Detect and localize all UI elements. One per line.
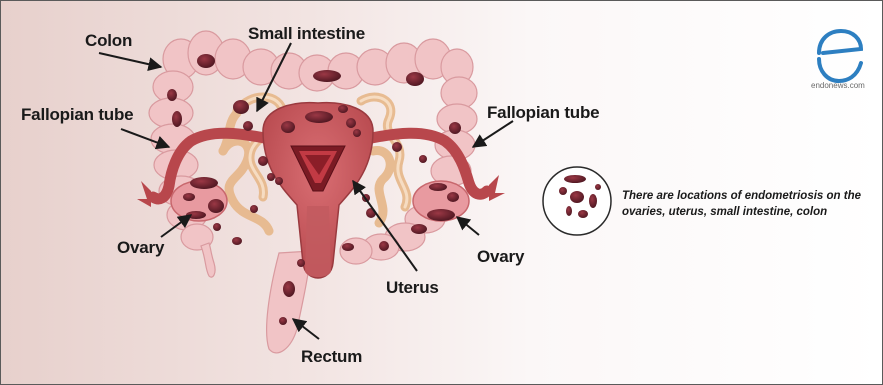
- label-fallopian-tube-left: Fallopian tube: [21, 105, 133, 125]
- label-fallopian-tube-right: Fallopian tube: [487, 103, 599, 123]
- label-small-intestine: Small intestine: [248, 24, 365, 44]
- label-ovary-right: Ovary: [477, 247, 524, 267]
- label-ovary-left: Ovary: [117, 238, 164, 258]
- label-rectum: Rectum: [301, 347, 362, 367]
- label-uterus: Uterus: [386, 278, 439, 298]
- logo-text: endonews.com: [811, 81, 865, 90]
- caption-text: There are locations of endometriosis on …: [622, 188, 877, 220]
- label-colon: Colon: [85, 31, 132, 51]
- lesion-callout: [543, 167, 611, 235]
